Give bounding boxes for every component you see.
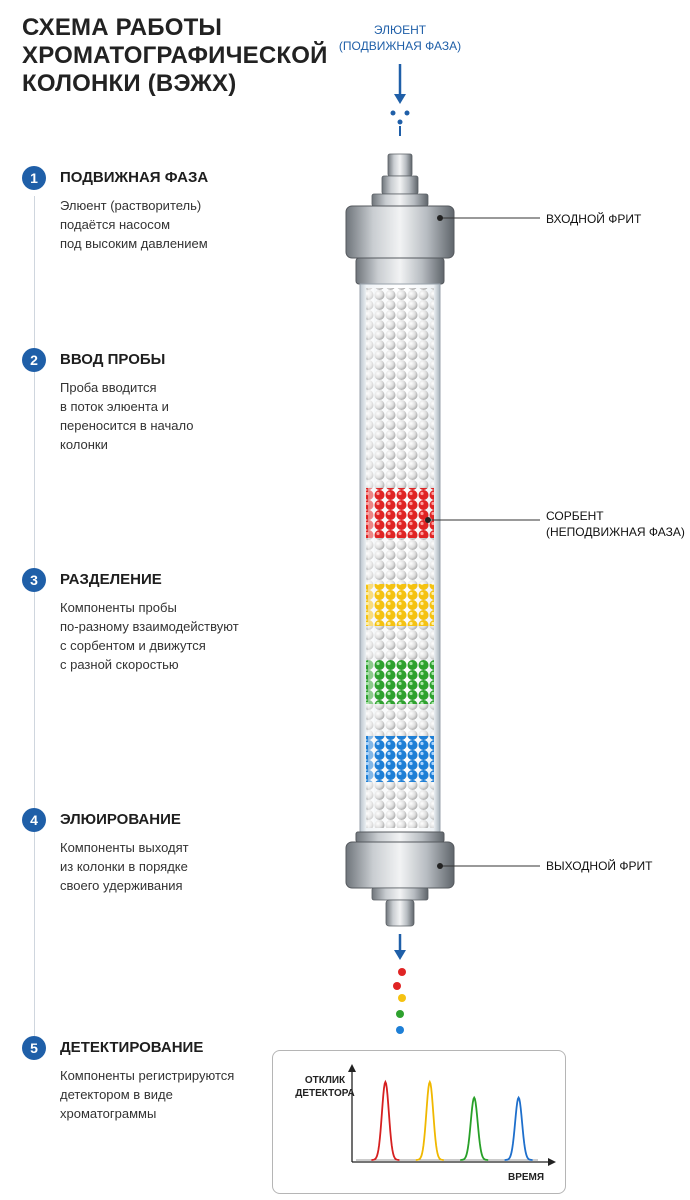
eluted-drop-blue [396, 1026, 404, 1034]
step-number-badge: 3 [22, 568, 46, 592]
step-description-line: своего удерживания [60, 878, 183, 893]
eluent-label-line-2: (ПОДВИЖНАЯ ФАЗА) [338, 39, 462, 53]
chart-peak-4 [504, 1095, 533, 1161]
eluent-drop [397, 119, 403, 125]
step-description-line: детектором в виде [60, 1087, 173, 1102]
step-description-line: Компоненты пробы [60, 600, 177, 615]
bottom-nut [385, 899, 415, 927]
step-description: Компоненты выходят из колонки в порядке … [60, 838, 300, 895]
step-number-badge: 4 [22, 808, 46, 832]
chart-y-axis-arrow [348, 1064, 356, 1072]
chart-y-axis-label: ОТКЛИК ДЕТЕКТОРА [295, 1075, 355, 1099]
eluted-drop-green [396, 1010, 404, 1018]
step-description-line: колонки [60, 437, 108, 452]
title-line-2: ХРОМАТОГРАФИЧЕСКОЙ [22, 42, 328, 69]
step-description: Проба вводится в поток элюента и перенос… [60, 378, 300, 454]
step-title: ДЕТЕКТИРОВАНИЕ [60, 1039, 204, 1056]
step-number-badge: 1 [22, 166, 46, 190]
step-description-line: Компоненты регистрируются [60, 1068, 235, 1083]
page-title: СХЕМА РАБОТЫ ХРОМАТОГРАФИЧЕСКОЙ КОЛОНКИ … [22, 14, 328, 98]
step-description: Компоненты пробы по-разному взаимодейств… [60, 598, 300, 674]
chart-peak-2 [415, 1079, 444, 1161]
band-red [366, 488, 434, 538]
chart-peak-1 [371, 1079, 400, 1161]
eluted-drop-red [393, 982, 401, 990]
step-number-badge: 5 [22, 1036, 46, 1060]
step-description: Элюент (растворитель) подаётся насосом п… [60, 196, 300, 253]
title-line-3: КОЛОНКИ (ВЭЖХ) [22, 70, 237, 97]
outlet-arrow-head [394, 950, 406, 960]
band-yellow [366, 584, 434, 626]
eluent-label-line-1: ЭЛЮЕНТ [373, 23, 427, 37]
inlet-frit-label: ВХОДНОЙ ФРИТ [546, 212, 642, 226]
chart-x-axis-arrow [548, 1158, 556, 1166]
eluted-drop-yellow [398, 994, 406, 1002]
step-title: ЭЛЮИРОВАНИЕ [60, 811, 181, 828]
band-green [366, 660, 434, 704]
step-title: РАЗДЕЛЕНИЕ [60, 571, 162, 588]
chart-peak-3 [460, 1095, 489, 1161]
chart-series-group [356, 1079, 538, 1161]
step-number-badge: 2 [22, 348, 46, 372]
step-description-line: хроматограммы [60, 1106, 157, 1121]
steps-connector-line [34, 196, 35, 1036]
chart-x-axis-label: ВРЕМЯ [508, 1172, 545, 1183]
step-description-line: переносится в начало [60, 418, 194, 433]
outlet-frit-label: ВЫХОДНОЙ ФРИТ [546, 859, 653, 873]
chromatogram-panel [272, 1050, 566, 1194]
callout-dot [437, 215, 443, 221]
sorbent-label: СОРБЕНТ (НЕПОДВИЖНАЯ ФАЗА) [546, 508, 685, 540]
step-description-line: из колонки в порядке [60, 859, 188, 874]
eluent-drop [390, 110, 396, 116]
step-description-line: с разной скоростью [60, 657, 179, 672]
step-description-line: под высоким давлением [60, 236, 208, 251]
eluent-drop [404, 110, 410, 116]
callout-dot [437, 863, 443, 869]
step-title: ПОДВИЖНАЯ ФАЗА [60, 169, 209, 186]
eluent-arrow-head [394, 94, 406, 104]
step-description-line: по-разному взаимодействуют [60, 619, 239, 634]
title-line-1: СХЕМА РАБОТЫ [22, 14, 223, 41]
sorbent-label-line-1: СОРБЕНТ [546, 509, 604, 523]
sorbent-label-line-2: (НЕПОДВИЖНАЯ ФАЗА) [546, 525, 685, 539]
glass-highlight [368, 288, 374, 828]
step-description-line: Проба вводится [60, 380, 157, 395]
step-description-line: с сорбентом и движутся [60, 638, 206, 653]
step-title: ВВОД ПРОБЫ [60, 351, 166, 368]
eluent-label: ЭЛЮЕНТ (ПОДВИЖНАЯ ФАЗА) [330, 22, 470, 54]
eluted-drop-red [398, 968, 406, 976]
step-description-line: Компоненты выходят [60, 840, 189, 855]
callout-dot [425, 517, 431, 523]
step-description-line: в поток элюента и [60, 399, 169, 414]
step-description: Компоненты регистрируются детектором в в… [60, 1066, 300, 1123]
step-description-line: Элюент (растворитель) [60, 198, 202, 213]
step-description-line: подаётся насосом [60, 217, 171, 232]
band-blue [366, 736, 434, 782]
